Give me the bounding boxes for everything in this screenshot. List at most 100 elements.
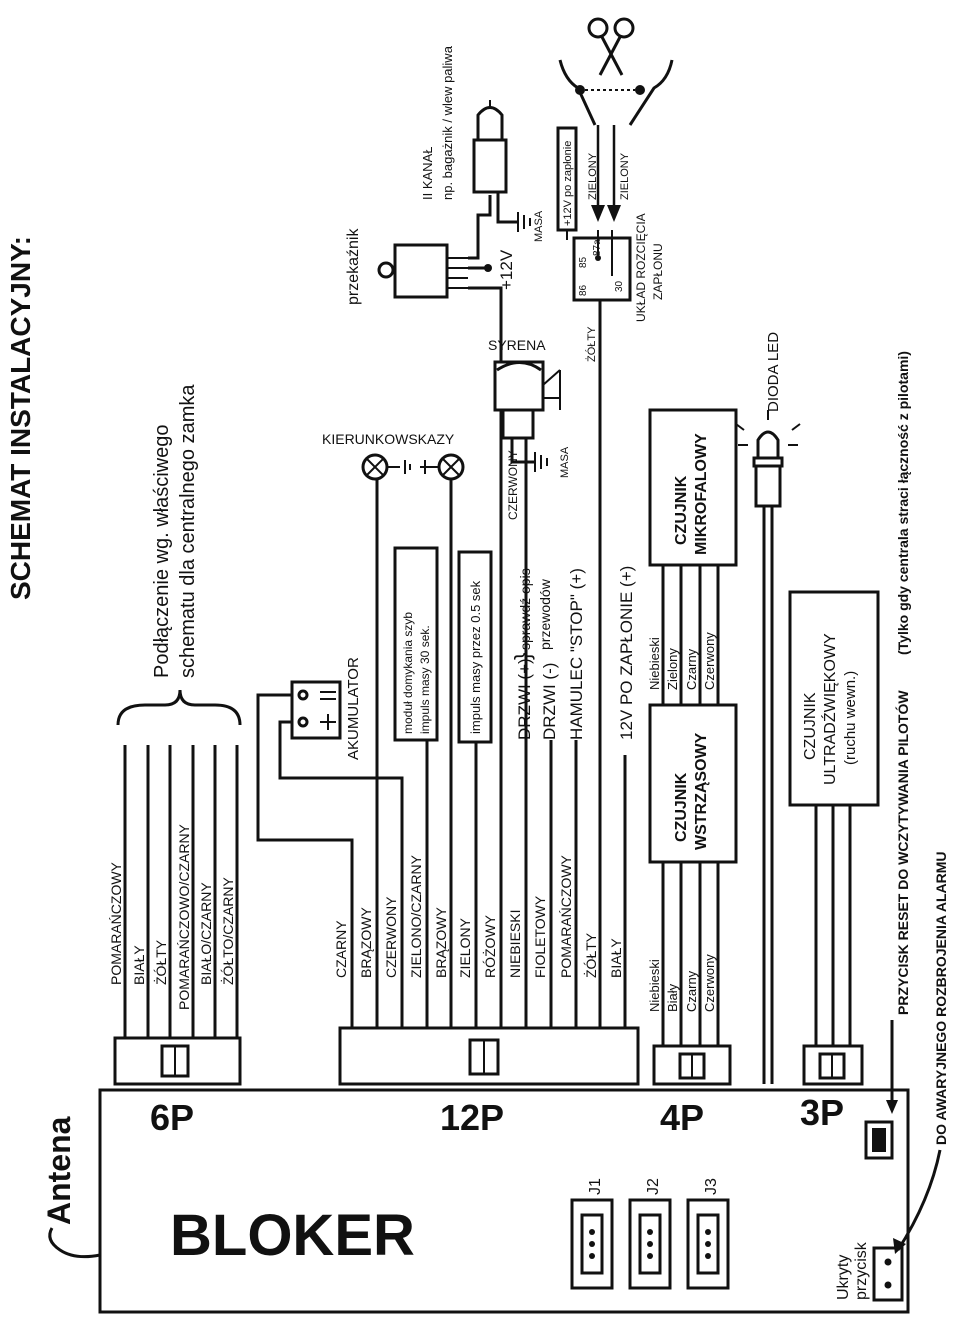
wire-12p-7: RÓŻOWY: [481, 914, 498, 978]
yellow-label: ŻÓŁTY: [585, 326, 598, 362]
antenna-label: Antena: [41, 1116, 77, 1225]
svg-text:impuls masy przez 0.5 sek: impuls masy przez 0.5 sek: [468, 580, 483, 734]
scissors-icon: [587, 17, 635, 76]
battery: [290, 680, 342, 740]
relay-box: [393, 243, 449, 299]
impulse-box: [457, 550, 493, 744]
shock-sensor: [648, 703, 738, 864]
svg-text:moduł domykania szyb: moduł domykania szyb: [401, 612, 415, 734]
svg-text:+12V po zapłonie: +12V po zapłonie: [562, 141, 574, 226]
relay-label: przekaźnik: [345, 228, 362, 305]
channel2-label: II KANAŁ: [420, 147, 435, 200]
shock-wire-3: Czarny: [684, 970, 699, 1012]
svg-text:CZUJNIK: CZUJNIK: [673, 475, 690, 545]
svg-text:85: 85: [578, 256, 589, 268]
svg-text:J3: J3: [703, 1178, 720, 1195]
microwave-wire-3: Czarny: [684, 648, 699, 690]
wire-12p-1: CZARNY: [333, 920, 349, 978]
svg-text:ULTRADŹWIĘKOWY: ULTRADŹWIĘKOWY: [820, 633, 839, 785]
wire-6p-4: POMARAŃCZOWO/CZARNY: [176, 823, 192, 1010]
svg-text:}: }: [510, 653, 535, 660]
svg-text:WSTRZĄSOWY: WSTRZĄSOWY: [693, 732, 710, 850]
connector-label-6p: 6P: [150, 1097, 194, 1138]
siren-label: SYRENA: [488, 337, 546, 353]
shock-wire-4: Czerwony: [702, 954, 717, 1012]
window-module: [393, 546, 439, 742]
bloker-unit: [98, 1088, 910, 1314]
bloker-label: BLOKER: [170, 1203, 415, 1268]
plus12-label: +12V: [497, 249, 516, 290]
connector-4p-wires: [661, 565, 720, 1046]
svg-text:MIKROFALOWY: MIKROFALOWY: [693, 433, 710, 555]
connector-label-4p: 4P: [660, 1097, 704, 1138]
svg-text:CZUJNIK: CZUJNIK: [802, 692, 819, 760]
hidden-button: [872, 1246, 904, 1302]
connector-6p-wires: [123, 745, 239, 1038]
wire-6p-1: POMARAŃCZOWY: [108, 861, 124, 985]
ground-icon-relay: [517, 212, 531, 232]
ultrasonic-sensor: [788, 590, 880, 807]
battery-label: AKUMULATOR: [345, 657, 362, 760]
connector-label-12p: 12P: [440, 1097, 504, 1138]
ground-label-relay: MASA: [533, 210, 545, 242]
green-wire-label-2: ZIELONY: [619, 152, 631, 200]
ignition-relay: [572, 236, 632, 302]
wire-12p-11: ŻÓŁTY: [582, 932, 599, 978]
ground-label-siren: MASA: [559, 446, 571, 478]
door-plus-label: DRZWI (+): [515, 658, 534, 740]
wire-12p-9: FIOLETOWY: [532, 895, 548, 978]
reset-note: PRZYCISK RESET DO WCZYTYWANIA PILOTÓW: [894, 690, 911, 1015]
wire-6p-3: ŻÓŁTY: [152, 939, 169, 985]
wire-6p-2: BIAŁY: [131, 945, 147, 985]
turn-signals-label: KIERUNKOWSKAZY: [322, 431, 455, 447]
green-wire-label-1: ZIELONY: [587, 152, 599, 200]
wire-6p-6: ŻÓŁTO/CZARNY: [219, 876, 236, 985]
wire-12p-6: ZIELONY: [457, 917, 473, 978]
microwave-wire-1: Niebieski: [647, 637, 662, 690]
connector-12p-wires: [256, 300, 627, 1028]
ground-icon-siren: [534, 452, 548, 472]
ignition-label: 12V PO ZAPŁONIE (+): [617, 566, 636, 740]
turn-signal-lamp-2: [437, 453, 465, 481]
shock-wire-2: Biały: [665, 983, 680, 1012]
channel2-note: np. bagażnik / wlew paliwa: [440, 45, 455, 200]
jumper-j3: J3: [686, 1178, 730, 1290]
svg-text:impuls masy 30 sek.: impuls masy 30 sek.: [418, 625, 432, 734]
siren-icon: [493, 360, 561, 440]
page-title: SCHEMAT INSTALACYJNY:: [5, 236, 36, 600]
ignition-cut-label-2: ZAPŁONU: [651, 243, 665, 300]
wire-12p-5: BRĄZOWY: [433, 907, 449, 978]
hidden-button-label-2: przycisk: [853, 1241, 870, 1300]
svg-text:schematu dla centralnego zamka: schematu dla centralnego zamka: [177, 384, 199, 678]
emergency-note: DO AWARYJNEGO ROZBROJENIA ALARMU: [933, 852, 949, 1146]
jumper-j1: J1: [570, 1178, 614, 1290]
shock-wire-1: Niebieski: [647, 959, 662, 1012]
svg-text:30: 30: [614, 280, 625, 292]
door-note-1: sprawdź opis: [517, 568, 533, 650]
antenna-wire: [48, 1227, 101, 1259]
door-note-2: przewodów: [537, 578, 553, 650]
wire-12p-10: POMARAŃCZOWY: [558, 854, 574, 978]
svg-text:J2: J2: [645, 1178, 662, 1195]
svg-text:J1: J1: [587, 1178, 604, 1195]
svg-text:86: 86: [578, 284, 589, 296]
wire-12p-12: BIAŁY: [608, 938, 624, 978]
brake-label: HAMULEC "STOP" (+): [567, 568, 586, 740]
hidden-button-label-1: Ukryty: [835, 1255, 852, 1300]
wire-12p-4: ZIELONO/CZARNY: [408, 854, 424, 978]
central-lock-note: Podłączenie wg. właściwego: [151, 425, 173, 678]
actuator-icon: [472, 100, 508, 194]
svg-text:CZUJNIK: CZUJNIK: [673, 772, 690, 842]
wire-12p-3: CZERWONY: [383, 896, 399, 978]
turn-signal-lamp-1: [361, 453, 389, 481]
connector-3p-wires: [814, 805, 852, 1046]
door-minus-label: DRZWI (-): [540, 663, 559, 740]
siren-wire-label: CZERWONY: [506, 450, 520, 520]
led-icon: [735, 410, 801, 468]
brace: [116, 689, 242, 726]
svg-text:(ruchu wewn.): (ruchu wewn.): [842, 671, 859, 765]
led-label: DIODA LED: [765, 332, 782, 412]
wire-12p-8: NIEBIESKI: [507, 910, 523, 978]
jumper-j2: J2: [628, 1178, 672, 1290]
